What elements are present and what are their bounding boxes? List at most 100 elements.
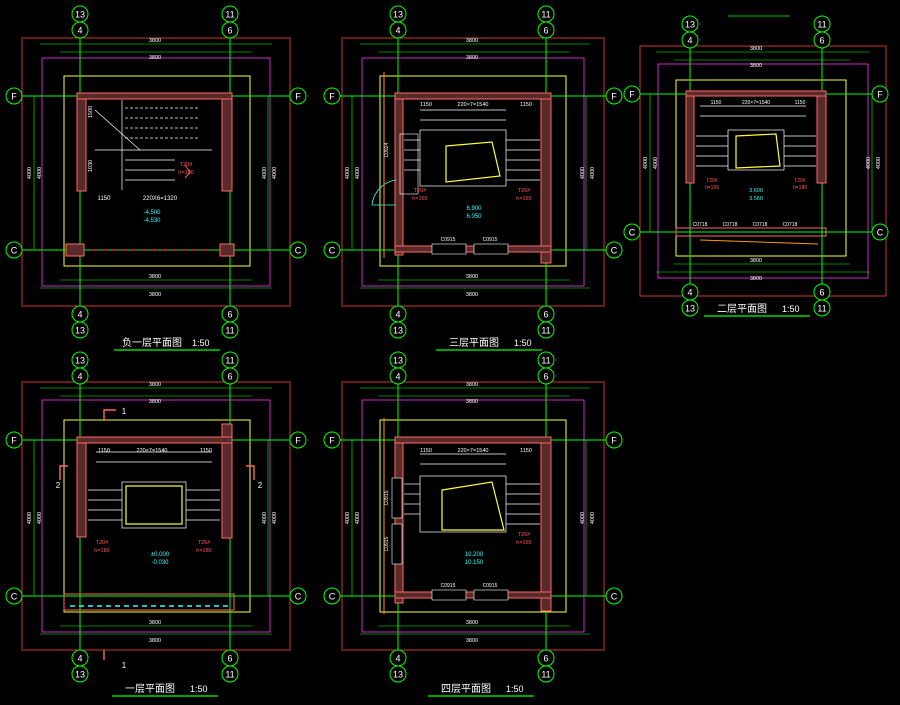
plan-scale: 1:50 [514, 338, 532, 348]
svg-text:F: F [11, 92, 17, 102]
dim-text: 3800 [149, 292, 161, 298]
label-text: 1150 [200, 448, 212, 454]
label-text: C0915 [483, 583, 498, 589]
svg-text:4: 4 [77, 654, 82, 664]
axis-bubble-6: 6 [537, 305, 555, 323]
axis-bubble-4: 4 [389, 21, 407, 39]
axis-bubble-6: 6 [813, 283, 831, 301]
axis-bubble-13: 13 [389, 5, 407, 23]
label-text: C0718 [783, 222, 798, 228]
label-text: h=180 [196, 548, 211, 554]
wall-right [221, 92, 233, 192]
label-text: T20# [518, 532, 531, 538]
dim-text: 3800 [149, 274, 161, 280]
svg-text:4: 4 [77, 26, 82, 36]
inner-boundary [361, 57, 585, 287]
plan-title: 一层平面图 [125, 683, 175, 695]
dim-text: 3800 [466, 292, 478, 298]
plan-second[interactable] [636, 15, 888, 300]
label-text: 1150 [520, 102, 532, 108]
dim-text: 4000 [345, 512, 351, 524]
dim-text: 4000 [272, 512, 278, 524]
svg-text:4: 4 [395, 654, 400, 664]
svg-text:C: C [611, 592, 618, 602]
axis-bubble-4: 4 [681, 31, 699, 49]
plan-third[interactable] [338, 22, 608, 320]
dim-text: 3800 [466, 399, 478, 405]
axis-bubble-4: 4 [389, 305, 407, 323]
label-text: h=165 [516, 196, 531, 202]
svg-text:13: 13 [75, 670, 85, 680]
column-br [219, 243, 235, 257]
axis-bubble-c: C [605, 241, 623, 259]
axis-bubble-13: 13 [71, 5, 89, 23]
svg-text:4: 4 [395, 310, 400, 320]
dim-text: 4000 [272, 167, 278, 179]
label-text: 1150 [520, 448, 532, 454]
plan-basement[interactable] [21, 22, 292, 320]
axis-bubble-4: 4 [71, 21, 89, 39]
plan-fourth[interactable] [338, 366, 608, 664]
dim-text: 4000 [653, 157, 659, 169]
svg-text:6: 6 [543, 654, 548, 664]
label-text: C0924 [384, 142, 390, 157]
svg-text:C: C [877, 228, 884, 238]
label-text: 1150 [98, 196, 112, 202]
axis-bubble-11: 11 [537, 5, 555, 23]
svg-text:6: 6 [819, 288, 824, 298]
svg-text:6: 6 [227, 654, 232, 664]
axis-bubble-11: 11 [813, 299, 831, 317]
axis-bubble-f: F [605, 431, 623, 449]
axis-bubble-c: C [605, 587, 623, 605]
plan-title: 负一层平面图 [122, 336, 182, 349]
label-text: C0915 [441, 237, 456, 243]
svg-text:11: 11 [817, 20, 826, 30]
label-text: 3.600 [749, 188, 763, 194]
axis-bubble-f: F [289, 87, 307, 105]
label-text: 220×7=1540 [458, 448, 489, 454]
label-text: C0718 [693, 222, 708, 228]
svg-text:11: 11 [225, 10, 234, 20]
axis-bubble-6: 6 [221, 21, 239, 39]
dim-text: 3800 [149, 55, 161, 61]
axis-bubble-c: C [871, 223, 889, 241]
axis-bubble-11: 11 [537, 321, 555, 339]
axis-bubble-11: 11 [221, 321, 239, 339]
svg-text:F: F [329, 92, 335, 102]
axis-bubble-4: 4 [71, 305, 89, 323]
svg-text:13: 13 [75, 10, 85, 20]
axis-bubble-6: 6 [537, 21, 555, 39]
plan-first[interactable] [21, 366, 292, 664]
outline [379, 75, 567, 267]
svg-text:6: 6 [227, 372, 232, 382]
label-text: 1500 [88, 106, 94, 118]
axis-bubble-c: C [323, 587, 341, 605]
axis-bubble-13: 13 [389, 351, 407, 369]
svg-text:13: 13 [393, 326, 403, 336]
label-text: h=180 [178, 170, 193, 176]
axis-bubble-11: 11 [537, 351, 555, 369]
axis-bubble-f: F [5, 431, 23, 449]
svg-text:6: 6 [543, 26, 548, 36]
label-text: C0915 [384, 490, 390, 505]
label-text: h=165 [516, 540, 531, 546]
label-text: 10.150 [465, 560, 484, 566]
label-text: 1 [122, 661, 127, 670]
label-text: 1150 [98, 448, 110, 454]
label-text: -4.530 [143, 218, 161, 224]
axis-bubble-f: F [5, 87, 23, 105]
plan-scale: 1:50 [506, 684, 524, 694]
plan-title: 三层平面图 [449, 337, 499, 349]
axis-bubble-f: F [623, 85, 641, 103]
axis-bubble-11: 11 [221, 665, 239, 683]
label-text: 220X6=1320 [143, 196, 178, 202]
outline [63, 75, 251, 267]
axis-bubble-4: 4 [389, 649, 407, 667]
svg-text:4: 4 [687, 36, 692, 46]
label-text: C0915 [384, 536, 390, 551]
label-text: 1150 [420, 102, 432, 108]
label-text: 220×7=1540 [137, 448, 168, 454]
axis-bubble-6: 6 [813, 31, 831, 49]
